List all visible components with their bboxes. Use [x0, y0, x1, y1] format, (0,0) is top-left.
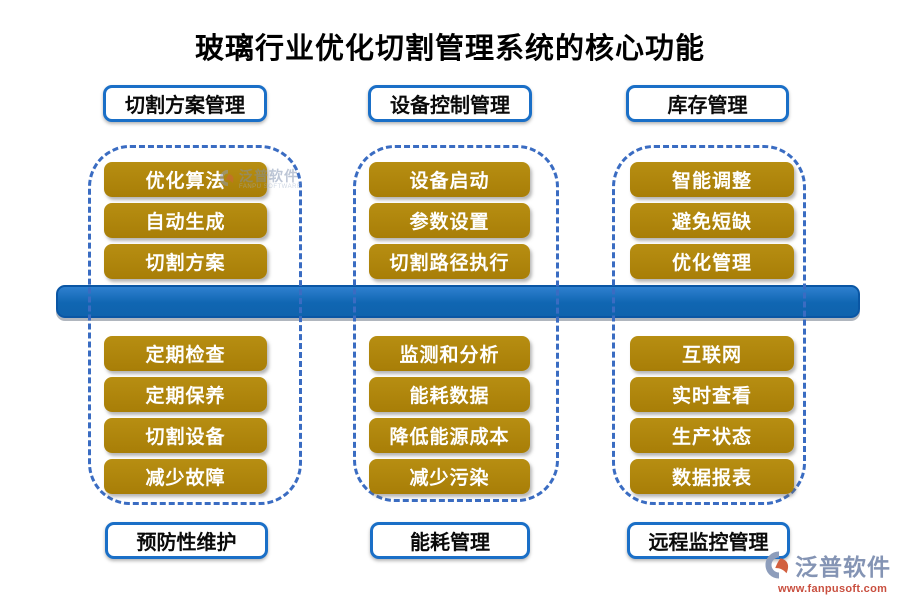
node-optimization-algorithm: 优化算法: [104, 162, 267, 197]
panel-inventory: [612, 145, 806, 505]
node-data-report: 数据报表: [630, 459, 794, 494]
bottom-label-remote-monitoring-management: 远程监控管理: [627, 522, 790, 559]
node-cutting-path-execution: 切割路径执行: [369, 244, 530, 279]
top-label-cutting-plan-management: 切割方案管理: [103, 85, 267, 122]
node-cutting-equipment: 切割设备: [104, 418, 267, 453]
panel-cutting-plan: [88, 145, 302, 505]
node-regular-maintenance: 定期保养: [104, 377, 267, 412]
diagram-title: 玻璃行业优化切割管理系统的核心功能: [194, 33, 705, 65]
bottom-label-preventive-maintenance: 预防性维护: [105, 522, 268, 559]
node-avoid-shortage: 避免短缺: [630, 203, 794, 238]
node-auto-generation: 自动生成: [104, 203, 267, 238]
top-label-inventory-management: 库存管理: [626, 85, 789, 122]
node-cutting-plan: 切割方案: [104, 244, 267, 279]
bottom-label-energy-management: 能耗管理: [370, 522, 530, 559]
center-connector-bar: [56, 285, 860, 318]
watermark-subtext: FANPU SOFTWARE: [239, 184, 302, 190]
node-reduce-energy-cost: 降低能源成本: [369, 418, 530, 453]
node-monitoring-analysis: 监测和分析: [369, 336, 530, 371]
logo-url: www.fanpusoft.com: [778, 583, 888, 595]
node-fault-reduction: 减少故障: [104, 459, 267, 494]
node-internet: 互联网: [630, 336, 794, 371]
watermark: 泛普软件 FANPU SOFTWARE: [219, 169, 301, 190]
logo-name: 泛普软件: [795, 554, 891, 580]
node-equipment-start: 设备启动: [369, 162, 530, 197]
node-reduce-pollution: 减少污染: [369, 459, 530, 494]
node-realtime-view: 实时查看: [630, 377, 794, 412]
node-parameter-setting: 参数设置: [369, 203, 530, 238]
node-optimized-management: 优化管理: [630, 244, 794, 279]
fanpu-logo-icon: [219, 169, 234, 187]
fanpu-logo: 泛普软件 www.fanpusoft.com: [764, 548, 891, 595]
watermark-text: 泛普软件: [239, 168, 299, 184]
node-production-status: 生产状态: [630, 418, 794, 453]
node-smart-adjustment: 智能调整: [630, 162, 794, 197]
top-label-equipment-control-management: 设备控制管理: [368, 85, 532, 122]
node-energy-data: 能耗数据: [369, 377, 530, 412]
fanpu-logo-icon: [765, 551, 789, 579]
panel-equipment-control: [353, 145, 559, 502]
node-regular-inspection: 定期检查: [104, 336, 267, 371]
